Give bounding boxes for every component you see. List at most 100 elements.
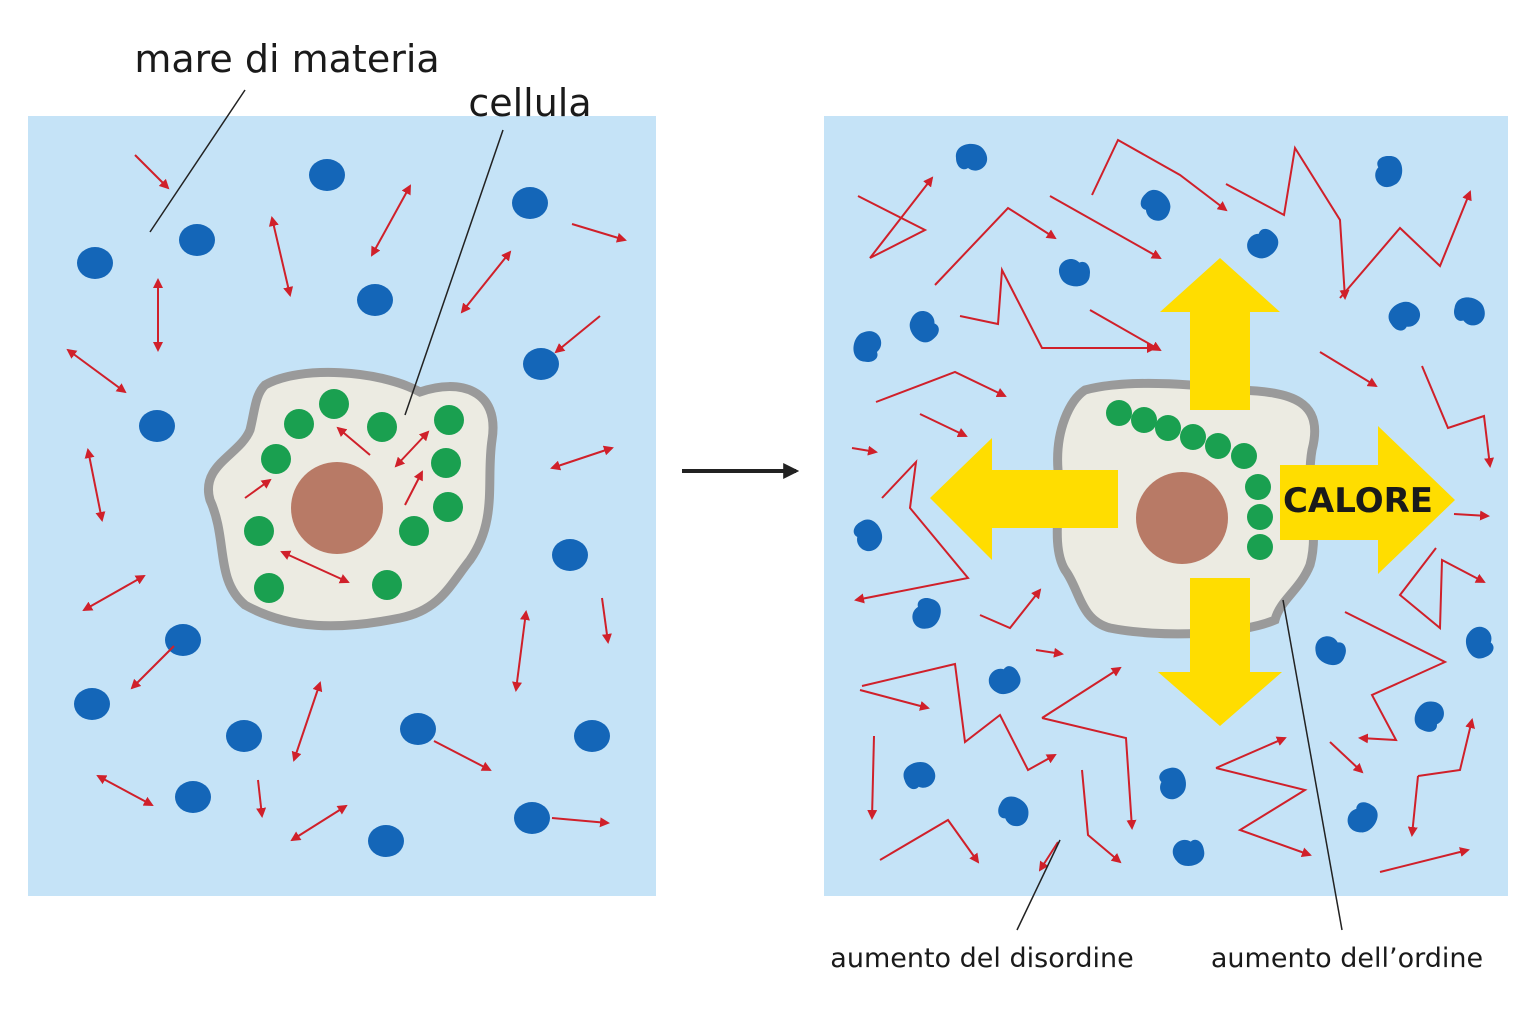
organelle <box>261 444 291 474</box>
motion-arrow <box>84 448 106 522</box>
motion-arrow <box>96 775 154 806</box>
molecule <box>512 187 548 219</box>
motion-arrow <box>857 176 934 259</box>
molecule <box>523 348 559 380</box>
heat-arrow-up <box>1160 258 1280 410</box>
molecule <box>552 539 588 571</box>
motion-arrow <box>130 645 175 690</box>
organelle <box>399 516 429 546</box>
heat-arrow-left <box>930 438 1118 560</box>
molecule <box>368 825 404 857</box>
organelle <box>1231 443 1257 469</box>
motion-arrow <box>1407 775 1419 837</box>
molecule <box>909 311 939 343</box>
organelle <box>433 492 463 522</box>
motion-arrow <box>875 370 1007 403</box>
motion-arrow <box>1398 547 1486 631</box>
molecule <box>1247 228 1279 259</box>
motion-arrow <box>1319 351 1378 388</box>
motion-arrow <box>244 478 272 499</box>
motion-arrow <box>554 315 601 354</box>
motion-arrow <box>512 610 530 692</box>
motion-arrow <box>854 459 970 604</box>
molecule <box>1414 701 1444 732</box>
organelle <box>244 516 274 546</box>
molecule <box>400 713 436 745</box>
cell-internal-arrows <box>244 426 430 584</box>
molecule <box>998 796 1029 827</box>
organelle <box>1106 400 1132 426</box>
molecule <box>988 666 1021 695</box>
molecule <box>179 224 215 256</box>
motion-arrow <box>551 817 610 828</box>
motion-arrow <box>256 779 267 818</box>
molecule <box>1375 156 1403 187</box>
motion-arrow <box>1225 145 1350 300</box>
motion-arrow <box>1329 741 1364 774</box>
molecules-before <box>74 159 610 857</box>
motion-arrow <box>82 575 146 611</box>
molecule <box>1388 301 1421 331</box>
molecule <box>139 410 175 442</box>
motion-arrow <box>1215 736 1287 769</box>
motion-arrow <box>1041 717 1137 830</box>
motion-arrow <box>1453 510 1490 521</box>
motion-arrow <box>859 689 930 711</box>
molecule <box>1454 297 1485 326</box>
label-sea-of-matter: mare di materia <box>134 37 439 81</box>
molecule <box>912 598 941 629</box>
motion-arrow <box>934 206 1057 286</box>
molecule <box>1315 636 1346 666</box>
motion-arrow <box>919 413 968 438</box>
organelle <box>434 405 464 435</box>
motion-arrow <box>1344 611 1448 744</box>
motion-arrow <box>433 740 492 771</box>
heat-arrows <box>930 258 1455 726</box>
motion-arrow <box>1081 769 1122 864</box>
motion-arrow <box>1417 718 1475 777</box>
molecule <box>853 519 883 552</box>
motion-arrow <box>861 662 1057 772</box>
motion-arrow <box>336 426 371 456</box>
motion-arrows-before <box>66 154 627 842</box>
molecule <box>1347 802 1378 833</box>
molecule <box>514 802 550 834</box>
motion-arrow <box>290 804 348 842</box>
molecule <box>903 761 936 790</box>
label-disorder-increase: aumento del disordine <box>830 943 1133 974</box>
molecule <box>165 624 201 656</box>
motion-arrow <box>867 735 878 820</box>
organelle <box>254 573 284 603</box>
label-cell: cellula <box>468 81 591 125</box>
molecule <box>74 688 110 720</box>
molecule <box>1465 626 1494 659</box>
motion-arrow <box>1041 666 1122 719</box>
motion-arrow <box>550 445 614 471</box>
heat-label: CALORE <box>1283 481 1433 521</box>
heat-arrow-down <box>1158 578 1282 726</box>
molecule <box>309 159 345 191</box>
organelle <box>1180 424 1206 450</box>
motion-arrow <box>1339 190 1472 299</box>
organelles-before <box>244 389 464 603</box>
motion-arrow <box>1038 841 1059 872</box>
motion-arrow <box>1421 365 1495 468</box>
molecule <box>1140 189 1171 221</box>
organelle <box>1247 504 1273 530</box>
molecule <box>357 284 393 316</box>
molecule <box>574 720 610 752</box>
organelle <box>1155 415 1181 441</box>
motion-arrow <box>959 266 1157 353</box>
molecule <box>1159 767 1186 800</box>
motion-arrow <box>134 154 170 190</box>
nucleus-before <box>291 462 383 554</box>
organelle <box>1247 534 1273 560</box>
organelle <box>1205 433 1231 459</box>
motion-arrow <box>1089 309 1162 351</box>
molecule <box>853 331 882 362</box>
molecule <box>1172 839 1205 866</box>
molecule <box>1059 259 1090 287</box>
motion-arrow <box>851 445 878 456</box>
organelle <box>284 409 314 439</box>
motion-arrow <box>601 597 612 644</box>
